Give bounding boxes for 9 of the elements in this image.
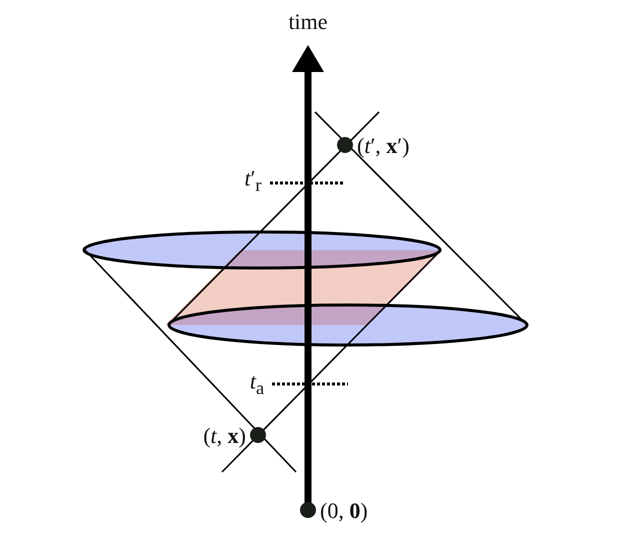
time-marker-label: t′$_{r}$	[244, 168, 262, 194]
coordinate-label: (t′, x′)	[357, 135, 410, 157]
event-dot	[250, 427, 266, 443]
event-dot	[300, 502, 316, 518]
event-dot	[337, 137, 353, 153]
axis-label: time	[288, 11, 328, 33]
coordinate-label: (0, 0)	[320, 500, 368, 522]
coordinate-label: (t, x)	[203, 425, 246, 447]
time-marker-label: t$_{a}$	[250, 370, 264, 398]
